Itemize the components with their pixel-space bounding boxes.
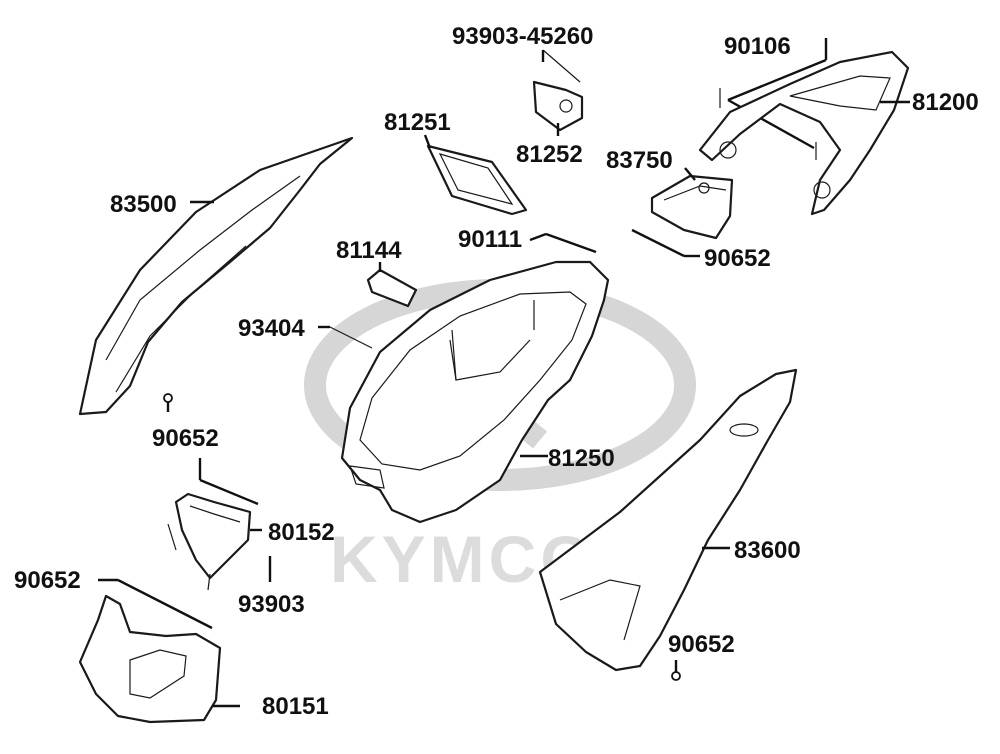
part-number-labels: 93903-45260 90106 81251 81200 81252 8375… [14, 23, 979, 720]
label-90652-bottom-left: 90652 [14, 567, 81, 594]
label-83750: 83750 [606, 147, 673, 174]
label-81144: 81144 [336, 237, 402, 264]
part-90652-screw-bottom-right [671, 660, 681, 681]
label-81251: 81251 [384, 109, 451, 136]
label-83600: 83600 [734, 537, 801, 564]
part-90652-screw-bottom-left [98, 578, 213, 630]
part-81250-seat-box [340, 260, 610, 524]
part-90111-screw [529, 232, 597, 254]
label-81200: 81200 [912, 89, 979, 116]
label-90106: 90106 [724, 33, 791, 60]
label-90652-bottom-right: 90652 [668, 631, 735, 658]
part-83750-cover [650, 167, 734, 240]
part-81200-grab-rail [698, 50, 910, 216]
part-81144-badge [366, 262, 418, 308]
label-90652-left: 90652 [152, 425, 219, 452]
part-93903-screws [167, 523, 272, 591]
label-90652-right-top: 90652 [704, 245, 771, 272]
part-81251-frame [423, 134, 528, 216]
part-80152-inner-panel [174, 458, 262, 580]
label-81250: 81250 [548, 445, 615, 472]
part-93903-45260-screw [541, 49, 581, 83]
part-93404-screw [318, 325, 373, 349]
label-93404: 93404 [238, 315, 305, 342]
label-93903: 93903 [238, 591, 305, 618]
label-81252: 81252 [516, 141, 583, 168]
part-90652-screw-left [163, 393, 173, 412]
label-83500: 83500 [110, 191, 177, 218]
part-80151-front-cover [78, 594, 240, 724]
part-83500-left-side-cover [78, 136, 354, 416]
part-83600-right-side-cover [538, 368, 798, 672]
label-93903-45260: 93903-45260 [452, 23, 593, 50]
part-90652-screw-right-top [631, 228, 700, 258]
label-80151: 80151 [262, 693, 329, 720]
label-80152: 80152 [268, 519, 335, 546]
label-90111: 90111 [458, 226, 522, 253]
part-81252-plate [532, 80, 584, 136]
